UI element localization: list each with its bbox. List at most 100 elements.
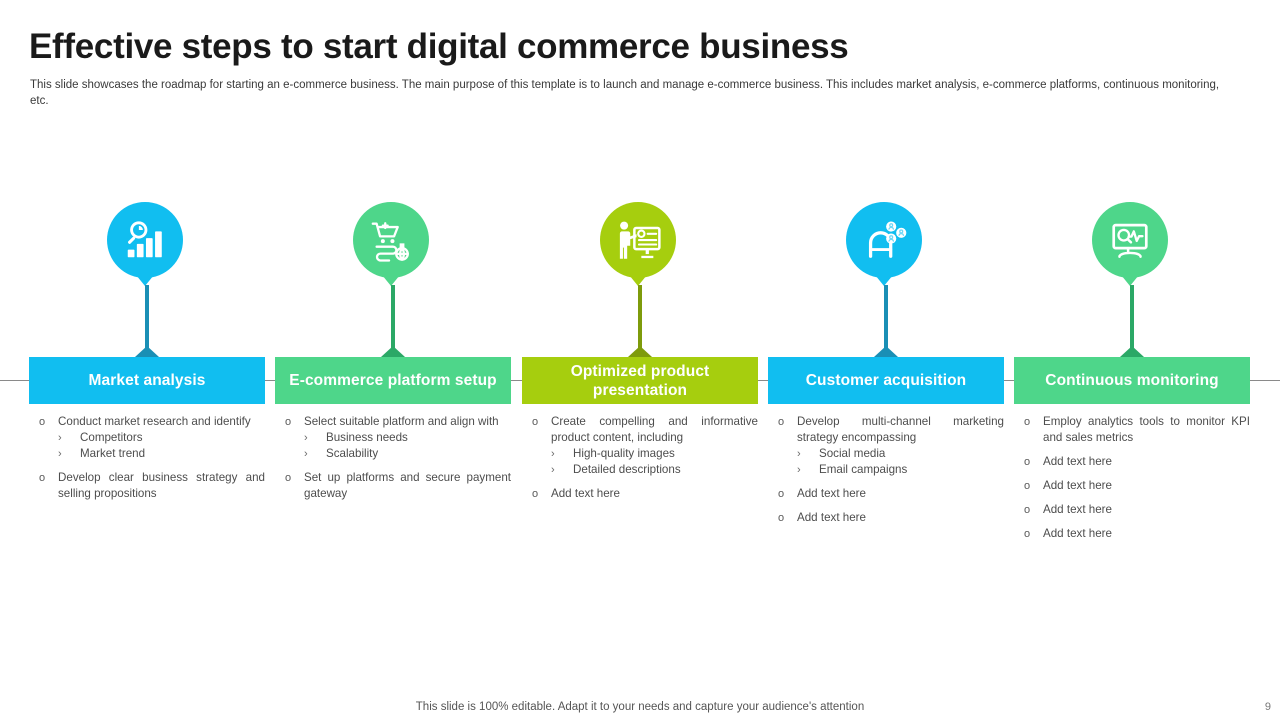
step-header-continuous-monitoring[interactable]: Continuous monitoring [1014, 346, 1250, 404]
page-number: 9 [1264, 701, 1271, 713]
shopping-cart-globe-icon [353, 202, 429, 278]
bullet-text: Add text here [1043, 479, 1112, 492]
sub-bullet-marker-icon: › [797, 448, 801, 460]
bullet-row: o Add text here [778, 486, 1004, 502]
step-pin-continuous-monitoring[interactable] [1092, 202, 1172, 282]
bullet-text: Conduct market research and identify [58, 415, 251, 428]
sub-bullet-text: Competitors [80, 431, 143, 444]
step-header-label: Optimized product presentation [570, 362, 710, 399]
bullet-marker-icon: o [285, 416, 292, 428]
magnet-users-icon [846, 202, 922, 278]
sub-bullet-list: › Social media › Email campaigns [778, 446, 1004, 478]
bullet-row: o Conduct market research and identify [39, 414, 265, 430]
step-header-customer-acquisition[interactable]: Customer acquisition [768, 346, 1004, 404]
bullet-text: Create compelling and informative produc… [551, 415, 758, 444]
bullet-marker-icon: o [1024, 528, 1031, 540]
bullet-text: Select suitable platform and align with [304, 415, 499, 428]
step-pin-customer-acquisition[interactable] [846, 202, 926, 282]
sub-bullet-row: ›High-quality images [532, 446, 758, 462]
sub-bullet-row: › Detailed descriptions [532, 462, 758, 478]
step-pin-optimized-product-presentation[interactable] [600, 202, 680, 282]
sub-bullet-marker-icon: › [797, 464, 801, 476]
header-notch-icon [135, 346, 159, 357]
bullet-marker-icon: o [39, 416, 46, 428]
bullet-marker-icon: o [39, 472, 46, 484]
list-item: o Select suitable platform and align with… [285, 414, 511, 462]
bullet-text: Develop multi-channel marketing strategy… [797, 415, 1004, 444]
sub-bullet-marker-icon: › [551, 464, 555, 476]
presenter-screen-icon [600, 202, 676, 278]
list-item: o Add text here [778, 486, 1004, 502]
sub-bullet-row: › Social media [778, 446, 1004, 462]
step-pin-ecommerce-platform-setup[interactable] [353, 202, 433, 282]
page-subtitle: This slide showcases the roadmap for sta… [30, 79, 1220, 107]
sub-bullet-list: › Competitors › Market trend [39, 430, 265, 462]
header-notch-icon [628, 346, 652, 357]
header-notch-icon [874, 346, 898, 357]
bullet-text: Add text here [1043, 503, 1112, 516]
market-research-icon [107, 202, 183, 278]
sub-bullet-text: Scalability [326, 447, 379, 460]
bullet-marker-icon: o [1024, 456, 1031, 468]
bullet-marker-icon: o [1024, 416, 1031, 428]
bullet-row: o Select suitable platform and align with [285, 414, 511, 430]
bullet-text: Develop clear business strategy and sell… [58, 471, 265, 500]
sub-bullet-marker-icon: › [551, 448, 555, 460]
sub-bullet-marker-icon: › [304, 432, 308, 444]
sub-bullet-marker-icon: › [58, 432, 62, 444]
bullet-row: o Add text here [1024, 502, 1250, 518]
bullet-text: Add text here [797, 487, 866, 500]
step-bullets-optimized-product-presentation: o Create compelling and informative produ… [532, 414, 758, 510]
sub-bullet-marker-icon: › [58, 448, 62, 460]
sub-bullet-list: › Business needs › Scalability [285, 430, 511, 462]
sub-bullet-text: Business needs [326, 431, 408, 444]
sub-bullet-marker-icon: › [304, 448, 308, 460]
step-header-market-analysis[interactable]: Market analysis [29, 346, 265, 404]
bullet-text: Add text here [797, 511, 866, 524]
bullet-row: o Add text here [1024, 478, 1250, 494]
sub-bullet-row: › Scalability [285, 446, 511, 462]
bullet-row: o Develop clear business strategy and sel… [39, 470, 265, 502]
sub-bullet-text: Social media [819, 447, 886, 460]
step-header-optimized-product-presentation[interactable]: Optimized product presentation [522, 346, 758, 404]
step-header-ecommerce-platform-setup[interactable]: E-commerce platform setup [275, 346, 511, 404]
list-item: o Develop clear business strategy and sel… [39, 470, 265, 502]
sub-bullet-list: ›High-quality images›Detailed descriptio… [532, 446, 758, 478]
bullet-row: o Add text here [532, 486, 758, 502]
sub-bullet-text: Market trend [80, 447, 146, 460]
list-item: o Add text here [1024, 502, 1250, 518]
sub-bullet-row: › Email campaigns [778, 462, 1004, 478]
step-header-label: Customer acquisition [805, 372, 967, 389]
bullet-text: Add text here [1043, 527, 1112, 540]
sub-bullet-text: Detailed descriptions [573, 463, 681, 476]
header-notch-icon [381, 346, 405, 357]
step-pin-market-analysis[interactable] [107, 202, 187, 282]
page-title: Effective steps to start digital commerc… [29, 27, 849, 66]
bullet-marker-icon: o [1024, 504, 1031, 516]
bullet-text: Add text here [551, 487, 620, 500]
sub-bullet-text: Email campaigns [819, 463, 908, 476]
bullet-marker-icon: o [532, 488, 539, 500]
step-bullets-ecommerce-platform-setup: o Select suitable platform and align with… [285, 414, 511, 510]
bullet-marker-icon: o [1024, 480, 1031, 492]
sub-bullet-row: › Competitors [39, 430, 265, 446]
step-bullets-market-analysis: o Conduct market research and identify › Co… [39, 414, 265, 510]
step-header-label: E-commerce platform setup [289, 372, 497, 389]
step-bullets-customer-acquisition: o Develop multi-channel marketing strateg… [778, 414, 1004, 534]
bullet-row: o Add text here [1024, 526, 1250, 542]
monitor-analytics-icon [1092, 202, 1168, 278]
bullet-marker-icon: o [778, 488, 785, 500]
list-item: o Add text here [1024, 478, 1250, 494]
